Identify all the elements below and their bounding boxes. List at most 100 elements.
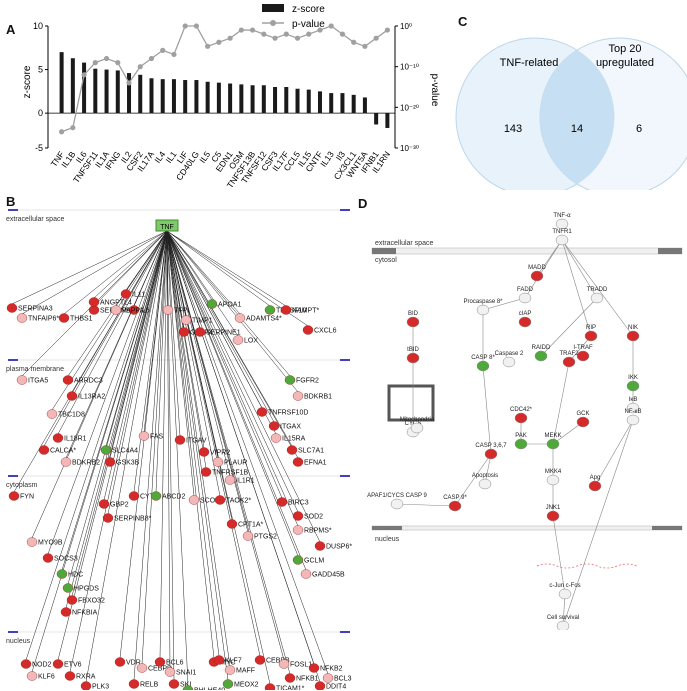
pvalue-point-il17f xyxy=(283,31,289,37)
node-arrdc3 xyxy=(62,375,74,385)
edge-tnf-itgav xyxy=(166,230,181,437)
venn-right-label-1: Top 20 xyxy=(608,43,641,55)
pvalue-line xyxy=(61,25,388,133)
pathway-node-label: IκB xyxy=(629,397,638,403)
node-bhlhe40 xyxy=(182,685,194,690)
pathway-node-cdc42 xyxy=(514,412,528,424)
edge-tnf-rxra xyxy=(69,230,168,673)
node-label: BIRC3 xyxy=(288,500,309,507)
edge-tnf-abcd2 xyxy=(155,230,168,493)
node-label: PLK3 xyxy=(92,684,109,691)
node-cxcl6 xyxy=(302,325,314,335)
bar-il15 xyxy=(306,89,311,114)
pathway-node-casp367 xyxy=(484,448,498,460)
bar-il1a xyxy=(104,69,109,114)
node-label: TNFRSF10D xyxy=(268,410,308,417)
bar-il4 xyxy=(160,79,165,114)
node-label: HPGDS xyxy=(74,586,99,593)
panel-d-letter: D xyxy=(358,196,368,211)
bar-ccl5 xyxy=(295,88,300,114)
node-label: NOD2 xyxy=(32,662,52,669)
bar-cx3cl1 xyxy=(351,94,356,114)
node-label: BCL6 xyxy=(166,660,184,667)
pathway-node-label: NF-κB xyxy=(625,409,642,415)
venn-right-label-2: upregulated xyxy=(596,57,654,69)
pathway-node-jnk1 xyxy=(546,510,560,522)
pathway-membrane: extracellular space cytosol nucleus xyxy=(371,240,683,569)
pathway-node-nfb xyxy=(626,414,640,426)
pathway-node-ib xyxy=(626,402,640,414)
pvalue-point-cx3cl1 xyxy=(351,39,357,45)
node-label: GCLM xyxy=(304,558,324,565)
y-tick-label: 5 xyxy=(38,65,43,75)
node-label: TIMP1 xyxy=(192,318,213,325)
node-itga5 xyxy=(16,375,28,385)
pathway-node-label: CDC42* xyxy=(510,407,533,413)
edge-tnf-ski xyxy=(166,230,175,681)
pathway-node-label: TRADD xyxy=(587,287,608,293)
pathway-edge xyxy=(540,297,598,357)
pathway-node-gck xyxy=(576,416,590,428)
venn-overlap-count: 14 xyxy=(571,123,583,135)
pathway-node-label: RIP xyxy=(586,325,596,331)
bar-osm xyxy=(239,84,244,114)
node-label: TAOK2* xyxy=(226,498,251,505)
node-label: FBXO32 xyxy=(78,598,105,605)
nucleus-end-left xyxy=(372,526,402,530)
pathway-node-rip xyxy=(584,330,598,342)
node-label: ITGAX xyxy=(280,424,301,431)
node-gadd45b xyxy=(300,569,312,579)
node-maff xyxy=(224,665,236,675)
node-label: EFNA1 xyxy=(304,460,327,467)
node-label: CALCA* xyxy=(50,448,76,455)
node-label: MYC xyxy=(220,660,236,667)
node-il18r1 xyxy=(52,433,64,443)
node-label: IL15RA xyxy=(282,436,306,443)
bar-cntf xyxy=(317,91,322,114)
node-relb xyxy=(128,679,140,689)
node-label: MEOX2 xyxy=(234,682,259,689)
pathway-node-label: TRAF2 xyxy=(559,351,579,357)
edge-tnf-angptl4 xyxy=(93,230,168,299)
pvalue-point-il13 xyxy=(328,23,334,29)
node-serpine1 xyxy=(194,327,206,337)
pathway-node-label: MADD xyxy=(528,265,546,271)
node-nfkb1 xyxy=(284,673,296,683)
node-vdr xyxy=(114,657,126,667)
node-sod2 xyxy=(292,511,304,521)
node-fgfr2 xyxy=(284,375,296,385)
venn-right-count: 6 xyxy=(636,123,642,135)
node-tnfrsf10d xyxy=(256,407,268,417)
y-tick-label: 0 xyxy=(38,108,43,118)
node-thbs1 xyxy=(58,313,70,323)
edge-tnf-cytip xyxy=(133,230,168,493)
node-il13ra2 xyxy=(66,391,78,401)
node-label: HDC xyxy=(68,572,83,579)
node-il6 xyxy=(128,305,140,315)
node-label: FGFR2 xyxy=(296,378,319,385)
node-nod2 xyxy=(20,659,32,669)
edge-tnf-serpina3 xyxy=(11,230,168,305)
pathway-node-mkk4 xyxy=(546,474,560,486)
bar-il17a xyxy=(149,78,154,114)
node-gclm xyxy=(292,555,304,565)
node-label: DUSP6* xyxy=(326,544,352,551)
pvalue-point-cntf xyxy=(317,27,323,33)
node-label: ARRDC3 xyxy=(74,378,103,385)
node-bcl3 xyxy=(322,673,334,683)
pathway-node-label: MKK4 xyxy=(545,469,562,475)
pathway-node-procaspase8 xyxy=(476,304,490,316)
pvalue-point-il5 xyxy=(205,43,211,49)
edge-tnf-bcl3 xyxy=(166,230,329,675)
node-label: NAMPT* xyxy=(292,308,320,315)
pathway-node-itraf xyxy=(576,350,590,362)
node-label: GADD45B xyxy=(312,572,345,579)
y-tick-label: 10 xyxy=(33,21,43,31)
edge-tnf-ddit4 xyxy=(166,230,321,683)
pathway-node-label: Apg xyxy=(590,475,601,481)
node-label: THBS1 xyxy=(70,316,93,323)
node-plaur xyxy=(212,457,224,467)
compartment-label: plasma membrane xyxy=(6,366,64,373)
node-rxra xyxy=(64,671,76,681)
bar-il13 xyxy=(329,93,334,114)
